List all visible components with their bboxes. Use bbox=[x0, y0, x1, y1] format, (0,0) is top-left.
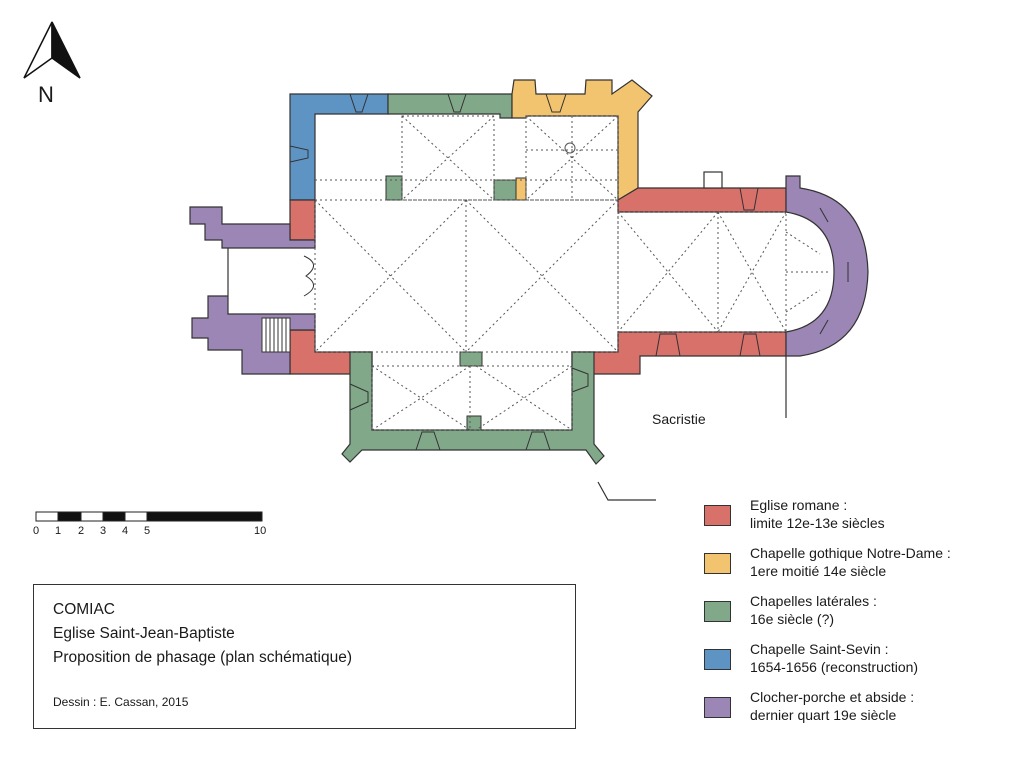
legend-swatch bbox=[704, 649, 731, 670]
porch-doors bbox=[303, 255, 314, 297]
vault-keystone bbox=[564, 142, 576, 154]
legend-swatch bbox=[704, 553, 731, 574]
wall-abside bbox=[785, 175, 869, 357]
piers bbox=[385, 175, 527, 431]
legend-line-1: Chapelles latérales : bbox=[750, 593, 877, 609]
legend-item: Chapelle Saint-Sevin : 1654-1656 (recons… bbox=[704, 640, 1004, 680]
sacristie-outline bbox=[597, 356, 787, 501]
wall-chapelle-nord bbox=[387, 93, 513, 119]
legend-line-2: dernier quart 19e siècle bbox=[750, 707, 897, 723]
scale-label: 5 bbox=[144, 525, 150, 537]
north-label: N bbox=[38, 82, 54, 107]
legend-line-2: limite 12e-13e siècles bbox=[750, 515, 885, 531]
wall-saint-sevin bbox=[289, 93, 389, 201]
legend-item: Clocher-porche et abside : dernier quart… bbox=[704, 688, 1004, 728]
legend-item: Chapelles latérales : 16e siècle (?) bbox=[704, 592, 1004, 632]
wall-romane-nord-ouest bbox=[289, 199, 316, 241]
title-block: COMIAC Eglise Saint-Jean-Baptiste Propos… bbox=[33, 584, 576, 729]
legend-swatch bbox=[704, 505, 731, 526]
legend-line-2: 16e siècle (?) bbox=[750, 611, 835, 627]
buttress-sacristie bbox=[703, 171, 723, 189]
legend-line-1: Clocher-porche et abside : bbox=[750, 689, 915, 705]
legend-swatch bbox=[704, 697, 731, 718]
legend-line-1: Chapelle gothique Notre-Dame : bbox=[750, 545, 951, 561]
sacristie-label: Sacristie bbox=[652, 411, 706, 427]
windows bbox=[289, 93, 849, 451]
scale-label: 10 bbox=[254, 525, 266, 537]
wall-chapelle-sud bbox=[341, 351, 605, 465]
credit: Dessin : E. Cassan, 2015 bbox=[53, 695, 189, 709]
legend-item: Eglise romane : limite 12e-13e siècles bbox=[704, 496, 1004, 536]
legend-line-2: 1ere moitié 14e siècle bbox=[750, 563, 887, 579]
scale-label: 3 bbox=[100, 525, 106, 537]
scale-bar-labels: 0 1 2 3 4 5 10 bbox=[33, 525, 266, 537]
legend-line-2: 1654-1656 (reconstruction) bbox=[750, 659, 919, 675]
north-arrow-icon bbox=[23, 21, 81, 79]
scale-label: 1 bbox=[55, 525, 61, 537]
legend-swatch bbox=[704, 601, 731, 622]
scale-bar bbox=[35, 511, 263, 522]
scale-label: 2 bbox=[78, 525, 84, 537]
walls bbox=[189, 79, 869, 465]
legend-line-1: Chapelle Saint-Sevin : bbox=[750, 641, 889, 657]
wall-chapelle-gothique bbox=[511, 79, 653, 202]
title-line-2: Eglise Saint-Jean-Baptiste bbox=[53, 625, 235, 642]
scale-label: 4 bbox=[122, 525, 128, 537]
title-line-1: COMIAC bbox=[53, 601, 115, 618]
scale-label: 0 bbox=[33, 525, 39, 537]
legend-line-1: Eglise romane : bbox=[750, 497, 848, 513]
wall-romane-choeur-nord bbox=[617, 187, 787, 213]
legend-item: Chapelle gothique Notre-Dame : 1ere moit… bbox=[704, 544, 1004, 584]
stair bbox=[261, 317, 291, 353]
vault-lines bbox=[314, 115, 830, 431]
title-line-3: Proposition de phasage (plan schématique… bbox=[53, 649, 352, 666]
